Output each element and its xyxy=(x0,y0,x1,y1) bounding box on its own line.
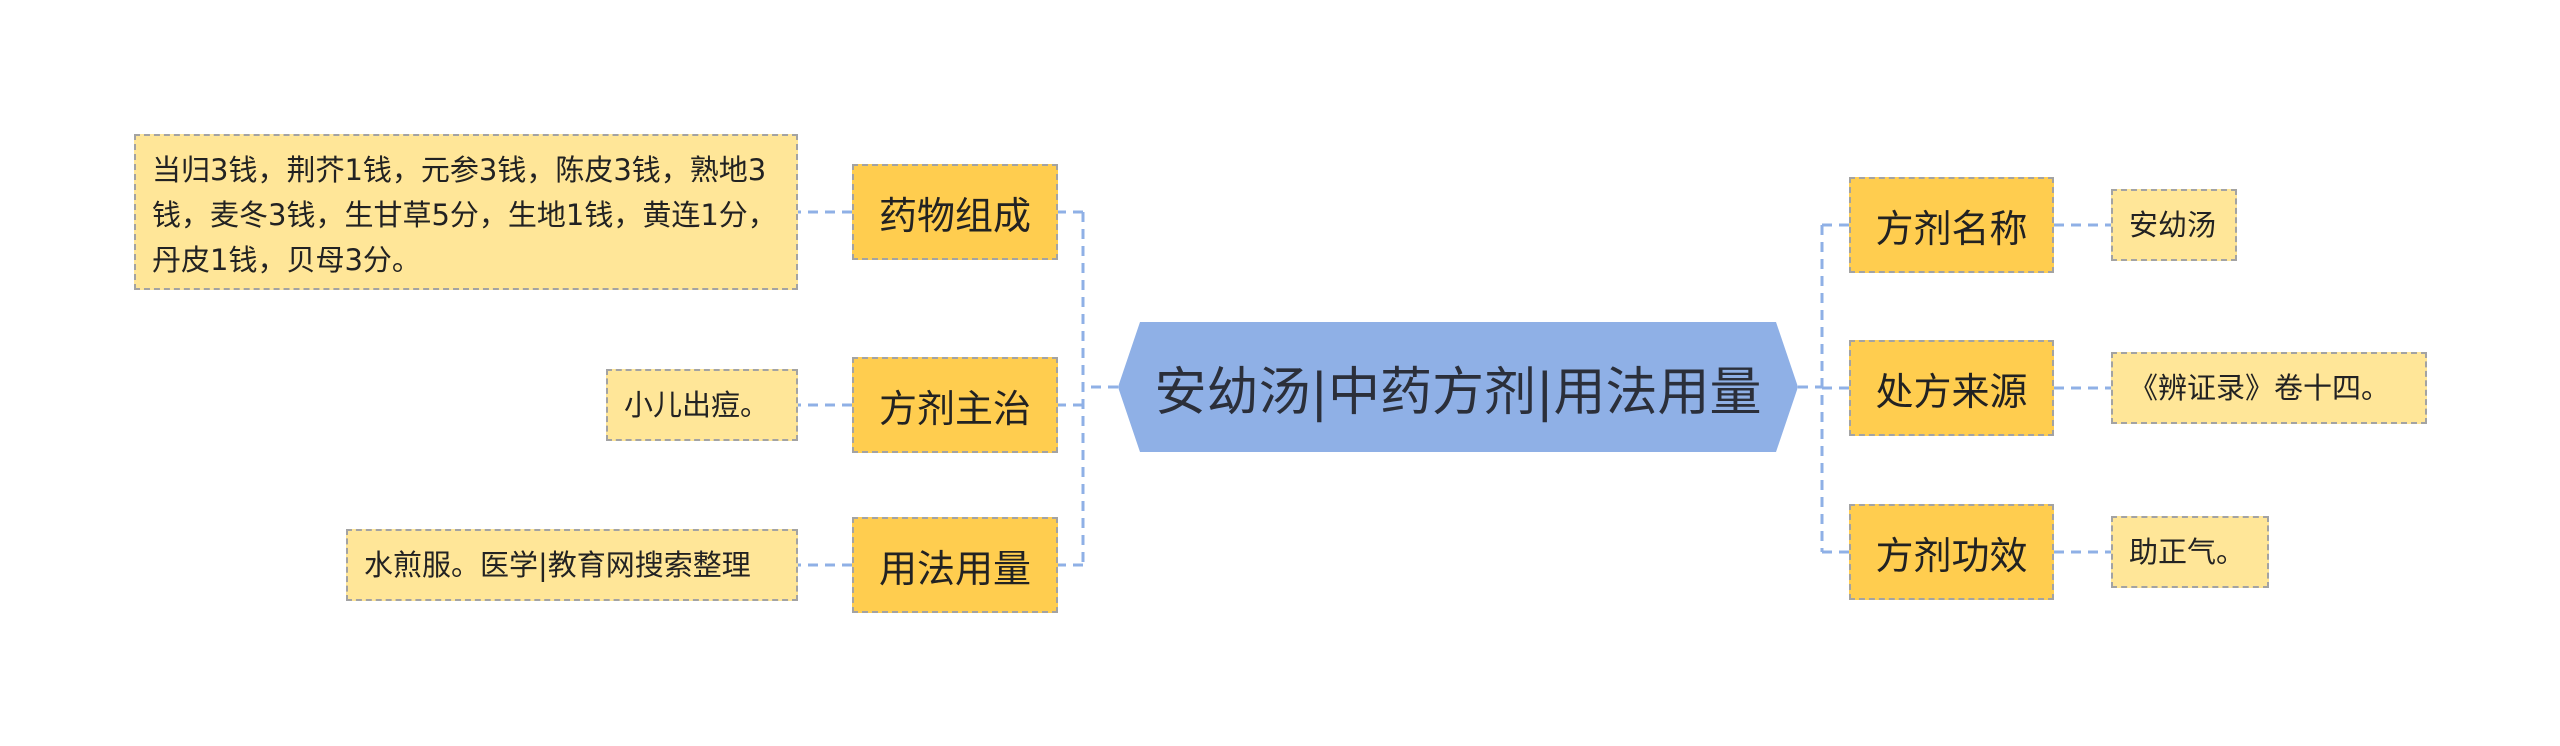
branch-formula-efficacy[interactable]: 方剂功效 xyxy=(1849,504,2054,600)
leaf-text: 当归3钱，荆芥1钱，元参3钱，陈皮3钱，熟地3钱，麦冬3钱，生甘草5分，生地1钱… xyxy=(152,153,777,277)
branch-indications[interactable]: 方剂主治 xyxy=(852,357,1058,453)
leaf-indications[interactable]: 小儿出痘。 xyxy=(606,369,798,441)
central-topic-shape xyxy=(1118,322,1798,452)
leaf-text: 水煎服。医学|教育网搜索整理 xyxy=(364,547,751,582)
central-topic[interactable]: 安幼汤|中药方剂|用法用量 xyxy=(1118,322,1798,452)
leaf-text: 安幼汤 xyxy=(2129,207,2217,242)
leaf-text: 小儿出痘。 xyxy=(624,387,770,422)
leaf-prescription-source[interactable]: 《辨证录》卷十四。 xyxy=(2111,352,2427,424)
branch-usage-dosage[interactable]: 用法用量 xyxy=(852,517,1058,613)
branch-label: 方剂功效 xyxy=(1875,533,2028,578)
branch-label: 用法用量 xyxy=(878,546,1031,591)
branch-medicine-composition[interactable]: 药物组成 xyxy=(852,164,1058,260)
branch-label: 药物组成 xyxy=(878,193,1031,238)
leaf-formula-name[interactable]: 安幼汤 xyxy=(2111,189,2237,261)
leaf-text: 助正气。 xyxy=(2129,534,2246,569)
branch-label: 方剂主治 xyxy=(878,386,1031,431)
branch-label: 处方来源 xyxy=(1875,369,2028,414)
leaf-text: 《辨证录》卷十四。 xyxy=(2129,370,2391,405)
central-topic-label: 安幼汤|中药方剂|用法用量 xyxy=(1154,362,1762,423)
leaf-medicine-composition[interactable]: 当归3钱，荆芥1钱，元参3钱，陈皮3钱，熟地3钱，麦冬3钱，生甘草5分，生地1钱… xyxy=(134,134,798,290)
branch-prescription-source[interactable]: 处方来源 xyxy=(1849,340,2054,436)
branch-formula-name[interactable]: 方剂名称 xyxy=(1849,177,2054,273)
leaf-usage-dosage[interactable]: 水煎服。医学|教育网搜索整理 xyxy=(346,529,798,601)
branch-label: 方剂名称 xyxy=(1875,206,2028,251)
leaf-formula-efficacy[interactable]: 助正气。 xyxy=(2111,516,2269,588)
